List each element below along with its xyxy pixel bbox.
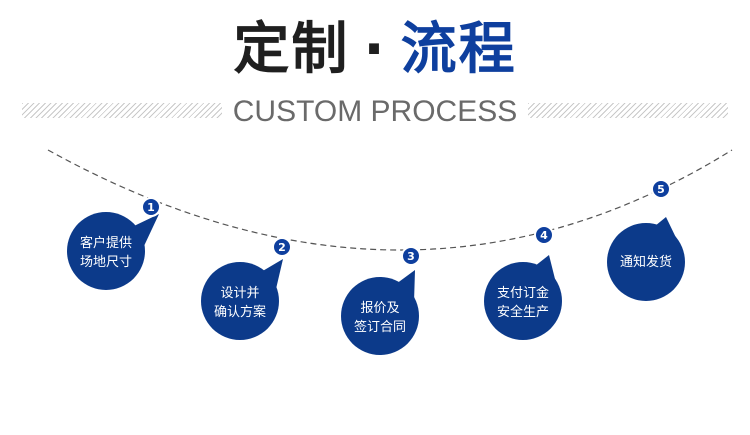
- step-1-badge: [141, 197, 161, 217]
- step-3-label-line1: 报价及: [360, 301, 400, 316]
- step-2-label-line1: 设计并: [220, 286, 260, 301]
- step-1: 1: [67, 197, 161, 290]
- page-subtitle: CUSTOM PROCESS: [232, 95, 518, 128]
- step-3-bubble-tail: [396, 270, 415, 302]
- step-5-badge: [651, 179, 671, 199]
- step-5: 5: [607, 179, 685, 301]
- step-2-label-line2: 确认方案: [213, 305, 266, 320]
- title-separator: ·: [363, 17, 387, 82]
- page-title: 定制·流程: [0, 14, 750, 86]
- step-5-bubble: [607, 223, 685, 301]
- step-2-number: 2: [278, 241, 286, 254]
- step-5-number: 5: [657, 183, 665, 196]
- step-1-label-line1: 客户提供: [79, 236, 132, 251]
- step-1-number: 1: [147, 201, 155, 214]
- hatch-divider-right: [528, 103, 728, 118]
- step-2-bubble: [201, 262, 279, 340]
- step-5-bubble-tail: [655, 217, 680, 246]
- step-3-bubble: [341, 277, 419, 355]
- step-4-badge: [534, 225, 554, 245]
- step-4-number: 4: [540, 229, 548, 242]
- step-2: 2: [201, 237, 292, 340]
- step-1-bubble-tail: [134, 214, 159, 246]
- step-2-badge: [272, 237, 292, 257]
- step-5-label-line1: 通知发货: [619, 255, 672, 270]
- title-part-custom: 定制: [233, 17, 350, 82]
- title-part-process: 流程: [400, 17, 517, 82]
- hatch-divider-left: [22, 103, 222, 118]
- step-3-number: 3: [407, 250, 415, 263]
- step-3-badge: [401, 246, 421, 266]
- step-3: 3: [341, 246, 421, 355]
- step-1-label-line2: 场地尺寸: [79, 255, 132, 270]
- step-4-label-line1: 支付订金: [496, 286, 549, 301]
- step-2-bubble-tail: [261, 259, 283, 289]
- step-4: 4: [484, 225, 562, 340]
- step-4-bubble: [484, 262, 562, 340]
- step-1-bubble: [67, 212, 145, 290]
- step-3-label-line2: 签订合同: [353, 320, 406, 335]
- step-4-bubble-tail: [535, 255, 557, 287]
- step-4-label-line2: 安全生产: [496, 305, 549, 320]
